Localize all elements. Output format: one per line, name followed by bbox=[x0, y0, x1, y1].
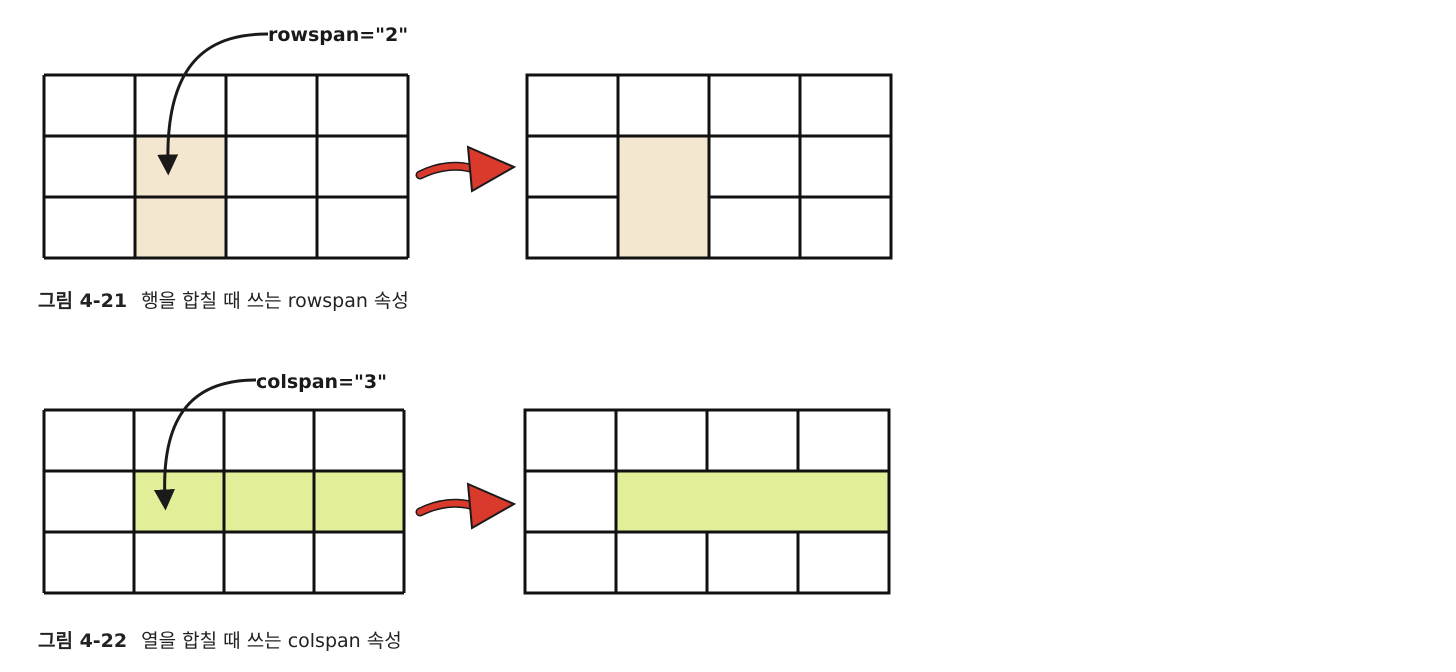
colspan-curved-pointer bbox=[153, 378, 257, 511]
highlighted-cell bbox=[135, 136, 226, 197]
colspan-before-table bbox=[42, 408, 406, 595]
highlighted-cell bbox=[224, 471, 314, 532]
figure-rowspan: rowspan="2" bbox=[42, 24, 893, 260]
highlighted-cell bbox=[134, 471, 224, 532]
merged-cell bbox=[616, 471, 889, 532]
highlighted-cell bbox=[314, 471, 404, 532]
rowspan-annotation: rowspan="2" bbox=[268, 24, 408, 46]
colspan-transform-arrow bbox=[415, 482, 517, 530]
rowspan-figure-number: 그림 4-21 bbox=[38, 290, 128, 312]
rowspan-transform-arrow bbox=[415, 145, 517, 193]
colspan-caption-text: 열을 합칠 때 쓰는 colspan 속성 bbox=[141, 630, 402, 652]
figure-colspan: colspan="3" bbox=[42, 371, 891, 595]
rowspan-caption-text: 행을 합칠 때 쓰는 rowspan 속성 bbox=[141, 290, 409, 312]
rowspan-curved-pointer bbox=[157, 32, 269, 176]
colspan-figure-number: 그림 4-22 bbox=[38, 630, 128, 652]
colspan-annotation: colspan="3" bbox=[256, 371, 387, 393]
highlighted-cell bbox=[135, 197, 226, 258]
merged-cell bbox=[618, 136, 709, 258]
rowspan-caption: 그림 4-21 행을 합칠 때 쓰는 rowspan 속성 bbox=[38, 286, 409, 313]
rowspan-before-table bbox=[42, 73, 410, 260]
colspan-after-table bbox=[523, 408, 891, 595]
colspan-caption: 그림 4-22 열을 합칠 때 쓰는 colspan 속성 bbox=[38, 626, 402, 653]
rowspan-after-table bbox=[525, 73, 893, 260]
